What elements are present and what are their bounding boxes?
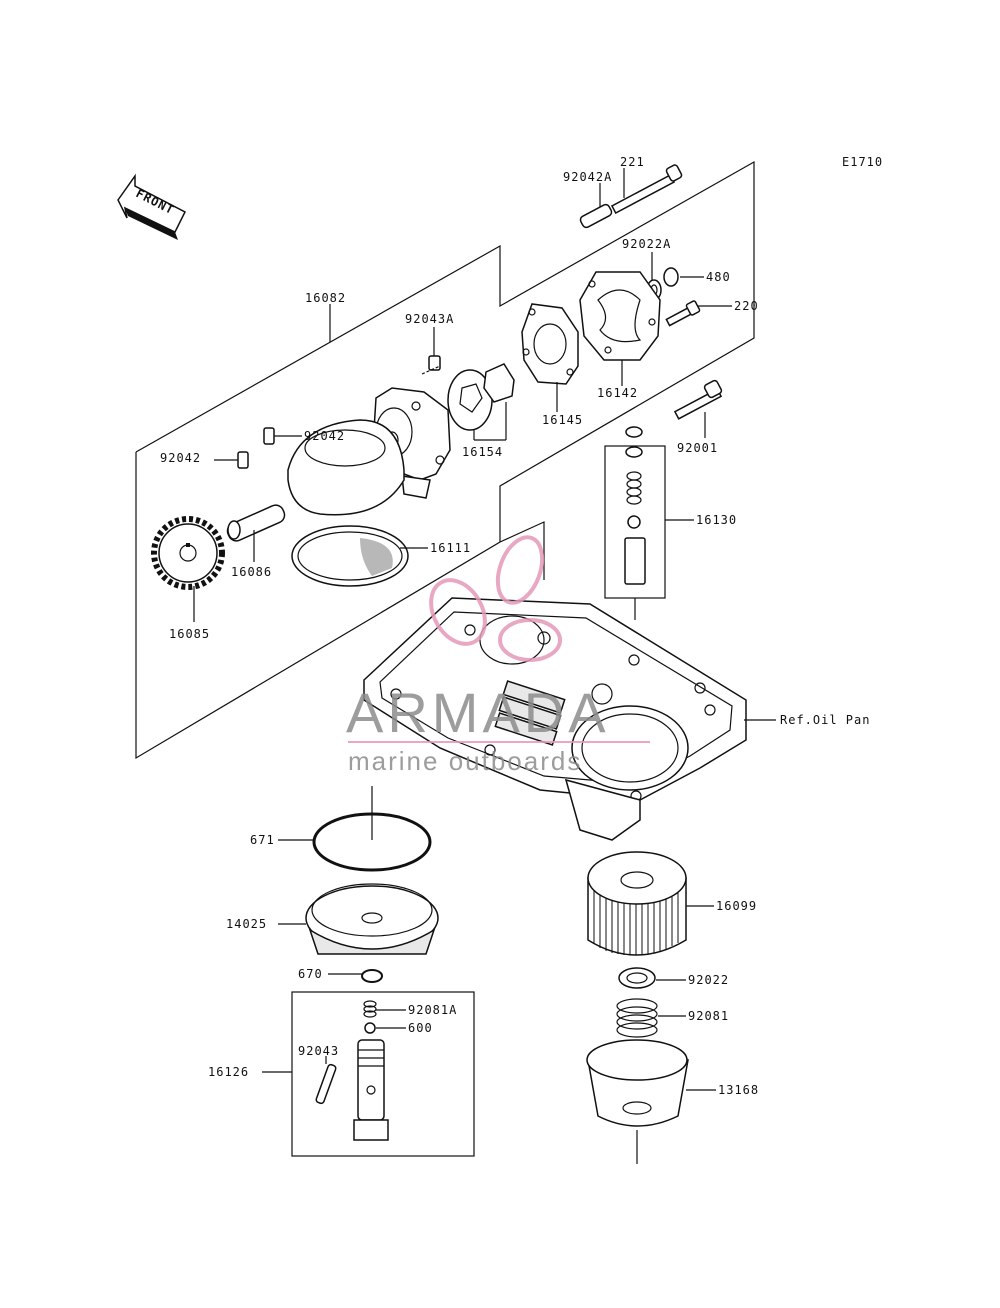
label-92042A: 92042A <box>563 170 612 184</box>
label-670: 670 <box>298 967 323 981</box>
pin-92043A <box>421 327 441 375</box>
label-16142: 16142 <box>597 386 638 400</box>
label-221: 221 <box>620 155 645 169</box>
sleeve-92042A <box>579 183 613 229</box>
oil-pan <box>363 597 776 841</box>
label-92042-right: 92042 <box>304 429 345 443</box>
bolt-92001 <box>673 379 723 438</box>
label-16130: 16130 <box>696 513 737 527</box>
gear-16085 <box>151 516 225 622</box>
bolt-220 <box>665 300 732 327</box>
label-480: 480 <box>706 270 731 284</box>
label-16085: 16085 <box>169 627 210 641</box>
rotors-16154 <box>447 363 515 441</box>
label-13168: 13168 <box>718 1083 759 1097</box>
label-92022: 92022 <box>688 973 729 987</box>
gasket-16145 <box>521 303 579 412</box>
label-92081A: 92081A <box>408 1003 457 1017</box>
watermark: ARMADA marine outboards <box>346 535 650 776</box>
label-16154: 16154 <box>462 445 503 459</box>
front-arrow-icon: FRONT <box>117 173 187 240</box>
bolt-221 <box>610 164 683 215</box>
relief-valve-16130 <box>604 426 694 620</box>
label-16099: 16099 <box>716 899 757 913</box>
filter-cover-14025 <box>278 883 439 955</box>
label-16111: 16111 <box>430 541 471 555</box>
watermark-logo-icon <box>429 535 562 662</box>
pump-cover-16142 <box>579 271 661 386</box>
label-220: 220 <box>734 299 759 313</box>
oil-filter-16099 <box>587 851 714 956</box>
label-92043: 92043 <box>298 1044 339 1058</box>
ref-oil-pan-label: Ref.Oil Pan <box>780 713 870 727</box>
cup-13168 <box>586 1039 716 1164</box>
label-92001: 92001 <box>677 441 718 455</box>
label-16082: 16082 <box>305 291 346 305</box>
strainer-plate <box>287 419 405 516</box>
ring-480 <box>663 267 704 287</box>
pin-92042-right <box>263 427 302 445</box>
label-14025: 14025 <box>226 917 267 931</box>
oil-screen-16111 <box>291 525 428 587</box>
label-92022A: 92022A <box>622 237 671 251</box>
bypass-valve-16126 <box>262 991 475 1157</box>
spring-92081 <box>616 998 686 1038</box>
o-ring-671 <box>278 786 432 872</box>
label-16145: 16145 <box>542 413 583 427</box>
label-92043A: 92043A <box>405 312 454 326</box>
o-ring-670 <box>328 969 383 983</box>
label-671: 671 <box>250 833 275 847</box>
diagram-id: E1710 <box>842 155 883 169</box>
washer-92022 <box>618 967 686 989</box>
shaft-16086 <box>226 504 286 562</box>
watermark-brand: ARMADA <box>346 681 610 744</box>
label-92042-left: 92042 <box>160 451 201 465</box>
label-92081: 92081 <box>688 1009 729 1023</box>
watermark-tagline: marine outboards <box>348 746 582 776</box>
oil-pump-assembly-frame <box>135 160 755 760</box>
label-16126: 16126 <box>208 1065 249 1079</box>
pin-92042-left <box>214 451 249 469</box>
label-600: 600 <box>408 1021 433 1035</box>
label-16086: 16086 <box>231 565 272 579</box>
